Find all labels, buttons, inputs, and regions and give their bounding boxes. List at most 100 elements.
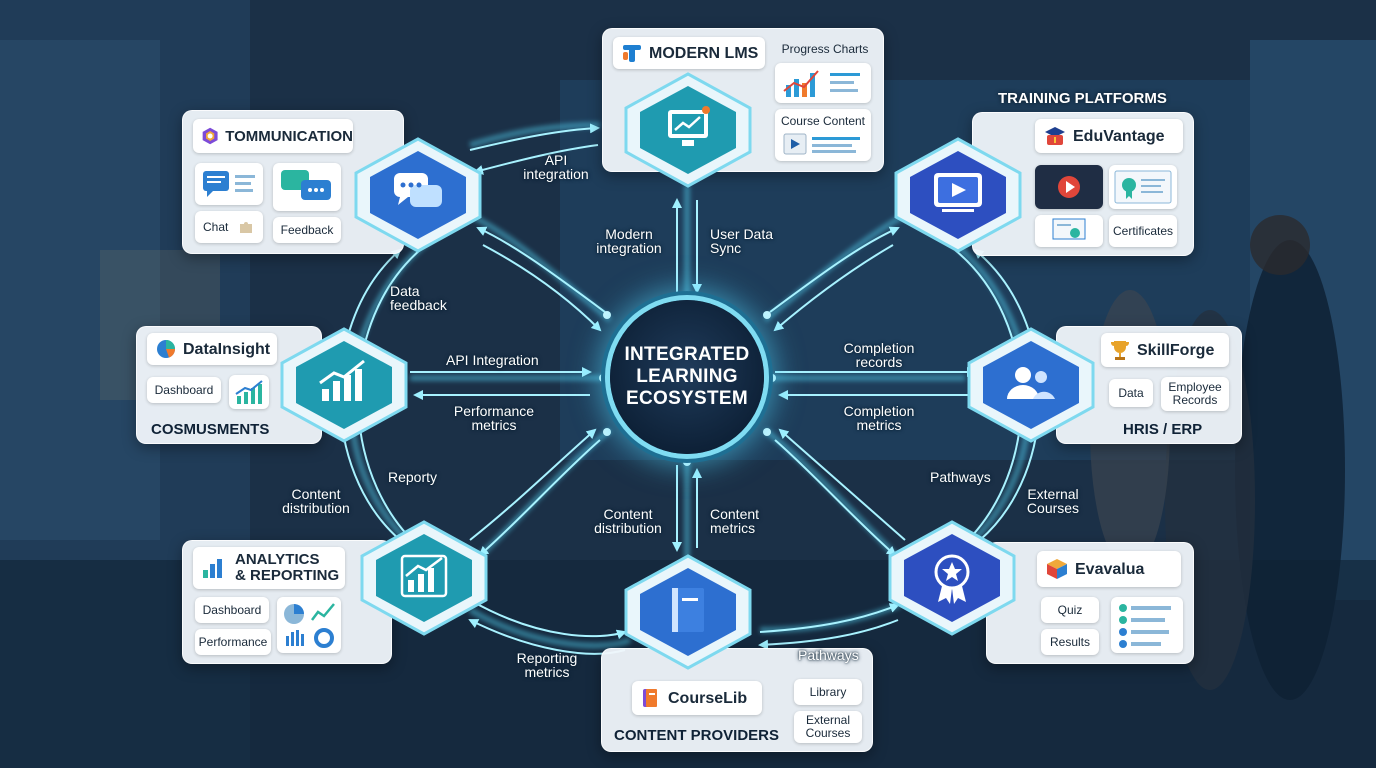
flow-label-content-metrics: Content metrics bbox=[710, 507, 759, 535]
analytics-title-pill: ANALYTICS & REPORTING bbox=[193, 547, 345, 589]
eduvantage-logo-icon bbox=[1043, 125, 1067, 147]
flow-label-pathways-right: Pathways bbox=[930, 470, 991, 484]
evavalua-hex-icon[interactable] bbox=[884, 518, 1020, 638]
datainsight-dashboard-pill[interactable]: Dashboard bbox=[147, 377, 221, 403]
datainsight-hex-icon[interactable] bbox=[276, 325, 412, 445]
communication-title: TOMMUNICATION bbox=[225, 130, 353, 143]
flow-label-text: records bbox=[856, 354, 903, 370]
hub-title-line-3: ECOSYSTEM bbox=[626, 388, 748, 409]
analytics-performance-pill[interactable]: Performance bbox=[195, 629, 271, 655]
analytics-performance-label: Performance bbox=[199, 636, 268, 649]
analytics-dashboard-pill[interactable]: Dashboard bbox=[195, 597, 269, 623]
certificate-small-thumbnail bbox=[1035, 215, 1103, 247]
skillforge-title: SkillForge bbox=[1137, 344, 1214, 357]
chat-message-thumbnail bbox=[195, 163, 263, 205]
progress-charts-label: Progress Charts bbox=[782, 43, 869, 56]
modern-lms-hex-icon[interactable] bbox=[620, 70, 756, 190]
flow-label-text: metrics bbox=[710, 520, 755, 536]
analytics-hex-icon[interactable] bbox=[356, 518, 492, 638]
flow-label-text: metrics bbox=[524, 664, 569, 680]
course-video-icon bbox=[780, 132, 866, 156]
results-pill[interactable]: Results bbox=[1041, 629, 1099, 655]
hris-data-pill[interactable]: Data bbox=[1109, 379, 1153, 407]
certificate-thumbnail bbox=[1109, 165, 1177, 209]
external-courses-label-line-2: Courses bbox=[806, 727, 851, 740]
datainsight-dashboard-label: Dashboard bbox=[155, 384, 214, 397]
checklist-icon bbox=[1115, 600, 1179, 650]
training-platforms-hex-icon[interactable] bbox=[890, 135, 1026, 255]
skillforge-title-pill: SkillForge bbox=[1101, 333, 1229, 367]
integrated-learning-ecosystem-hub[interactable]: INTEGRATED LEARNING ECOSYSTEM bbox=[610, 300, 764, 454]
chat-label: Chat bbox=[203, 221, 228, 234]
communication-hex-icon[interactable] bbox=[350, 135, 486, 255]
flow-label-content-distribution-left: Content distribution bbox=[276, 487, 356, 515]
hris-hex-icon[interactable] bbox=[963, 325, 1099, 445]
flow-label-performance-metrics: Performance metrics bbox=[448, 404, 540, 432]
flow-label-reporty: Reporty bbox=[388, 470, 437, 484]
datainsight-footer: COSMUSMENTS bbox=[151, 421, 269, 438]
training-platforms-heading: TRAINING PLATFORMS bbox=[998, 90, 1167, 107]
progress-charts-pill[interactable]: Progress Charts bbox=[775, 35, 875, 63]
courselib-title-pill: CourseLib bbox=[632, 681, 762, 715]
flow-label-text: integration bbox=[596, 240, 661, 256]
library-pill[interactable]: Library bbox=[794, 679, 862, 705]
employee-records-label-line-2: Records bbox=[1173, 394, 1218, 407]
flow-label-completion-metrics: Completion metrics bbox=[836, 404, 922, 432]
chat-bubble-icon bbox=[199, 167, 259, 201]
results-label: Results bbox=[1050, 636, 1090, 649]
flow-label-text: integration bbox=[523, 166, 588, 182]
certificates-label: Certificates bbox=[1113, 225, 1173, 238]
flow-label-text: metrics bbox=[471, 417, 516, 433]
hris-erp-footer: HRIS / ERP bbox=[1123, 421, 1202, 438]
datainsight-title: DataInsight bbox=[183, 343, 270, 356]
trophy-icon bbox=[1109, 339, 1131, 361]
hris-data-label: Data bbox=[1118, 387, 1143, 400]
modern-lms-title: MODERN LMS bbox=[649, 47, 758, 60]
analytics-title-line-1: ANALYTICS bbox=[235, 551, 319, 568]
course-content-pill[interactable]: Course Content bbox=[775, 109, 871, 161]
flow-label-text: metrics bbox=[856, 417, 901, 433]
courselib-title: CourseLib bbox=[668, 692, 747, 705]
feedback-pill[interactable]: Feedback bbox=[273, 217, 341, 243]
bar-growth-icon bbox=[233, 378, 265, 406]
play-video-icon bbox=[1054, 172, 1084, 202]
library-label: Library bbox=[810, 686, 847, 699]
flow-label-data-feedback: Data feedback bbox=[390, 284, 447, 312]
evavalua-title-pill: Evavalua bbox=[1037, 551, 1181, 587]
modern-lms-title-pill: MODERN LMS bbox=[613, 37, 765, 69]
employee-records-pill[interactable]: Employee Records bbox=[1161, 377, 1229, 411]
chat-pill[interactable]: Chat bbox=[195, 211, 263, 243]
analytics-charts-thumbnail bbox=[277, 597, 341, 653]
quiz-pill[interactable]: Quiz bbox=[1041, 597, 1099, 623]
quiz-label: Quiz bbox=[1058, 604, 1083, 617]
datainsight-title-pill: DataInsight bbox=[147, 333, 277, 365]
analytics-title-line-2: & REPORTING bbox=[235, 567, 339, 584]
flow-label-text: Courses bbox=[1027, 500, 1079, 516]
flow-label-content-distribution-mid: Content distribution bbox=[588, 507, 668, 535]
hub-title-line-2: LEARNING bbox=[636, 366, 738, 387]
course-content-label: Course Content bbox=[781, 115, 865, 128]
certificate-badge-icon bbox=[1049, 217, 1089, 245]
flow-label-external-courses: External Courses bbox=[1020, 487, 1086, 515]
certificates-pill[interactable]: Certificates bbox=[1109, 215, 1177, 247]
communication-logo-icon bbox=[201, 125, 219, 147]
external-courses-pill[interactable]: External Courses bbox=[794, 711, 862, 743]
evavalua-cube-logo-icon bbox=[1045, 557, 1069, 581]
analytics-bars-icon bbox=[201, 556, 229, 580]
analytics-dashboard-label: Dashboard bbox=[203, 604, 262, 617]
quiz-checklist-thumbnail bbox=[1111, 597, 1183, 653]
feedback-label: Feedback bbox=[281, 224, 334, 237]
courselib-book-logo-icon bbox=[640, 687, 662, 709]
progress-chart-thumbnail bbox=[775, 63, 871, 103]
training-video-thumbnail bbox=[1035, 165, 1103, 209]
eduvantage-title: EduVantage bbox=[1073, 130, 1165, 143]
communication-title-pill: TOMMUNICATION bbox=[193, 119, 353, 153]
content-providers-hex-icon[interactable] bbox=[620, 552, 756, 672]
datainsight-pie-logo-icon bbox=[155, 338, 177, 360]
flow-label-text: Sync bbox=[710, 240, 741, 256]
datainsight-chart-thumbnail bbox=[229, 375, 269, 409]
flow-label-pathways-bottom: Pathways bbox=[798, 648, 859, 662]
flow-label-reporting-metrics: Reporting metrics bbox=[510, 651, 584, 679]
certificate-icon bbox=[1113, 169, 1173, 205]
flow-label-api-integration-top: API integration bbox=[516, 153, 596, 181]
